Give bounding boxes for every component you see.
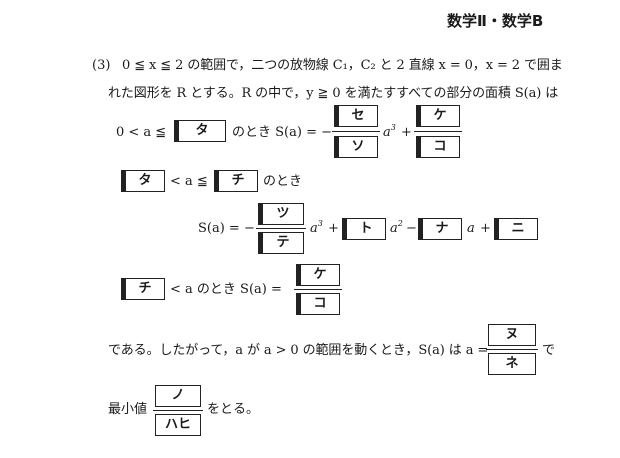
answer-box-nu: ヌ: [488, 324, 536, 346]
answer-box-ta-2: タ: [121, 170, 165, 192]
answer-box-se: セ: [334, 105, 378, 127]
case2-plus-1: +: [328, 221, 339, 236]
case1-prefix: 0 < a ≦: [116, 125, 167, 140]
answer-box-ne: ネ: [488, 353, 536, 375]
answer-box-ko-2: コ: [296, 293, 340, 315]
case3-prefix: < a のとき S(a) =: [170, 282, 282, 297]
case1-plus: +: [401, 125, 412, 140]
fraction-bar-case1-b: [414, 131, 462, 132]
answer-box-so: ソ: [334, 136, 378, 158]
problem-line-2: れた図形を R とする。R の中で，y ≧ 0 を満たすすべての部分の面積 S(…: [108, 86, 559, 101]
fraction-bar-case1-a: [332, 131, 380, 132]
conclusion-de: で: [542, 343, 556, 358]
case2-lhs: S(a) = −: [198, 221, 255, 236]
min-prefix: 最小値: [108, 402, 148, 417]
case2-plus-2: +: [480, 221, 491, 236]
fraction-bar-a: [486, 349, 538, 350]
problem-line-1: 0 ≦ x ≦ 2 の範囲で，二つの放物線 C₁，C₂ と 2 直線 x = 0…: [122, 58, 563, 73]
answer-box-ko-1: コ: [416, 136, 460, 158]
answer-box-to: ト: [342, 218, 386, 240]
fraction-bar-case2: [256, 228, 306, 229]
answer-box-ni: ニ: [494, 218, 538, 240]
answer-box-no: ノ: [155, 385, 201, 407]
case1-a-cubed: a3: [383, 123, 396, 140]
answer-box-na: ナ: [418, 218, 462, 240]
case2-minus: −: [406, 221, 417, 236]
answer-box-ke-1: ケ: [416, 105, 460, 127]
answer-box-chi-2: チ: [121, 278, 165, 300]
case1-mid: のとき S(a) = −: [232, 125, 332, 140]
min-suffix: をとる。: [207, 402, 260, 417]
answer-box-chi: チ: [214, 170, 258, 192]
case2-lt: < a ≦: [170, 174, 208, 189]
answer-box-ta: タ: [174, 120, 226, 142]
conclusion-text: である。したがって，a が a > 0 の範囲を動くとき，S(a) は a =: [108, 343, 489, 358]
answer-box-ke-2: ケ: [296, 264, 340, 286]
answer-box-tsu: ツ: [258, 203, 304, 225]
answer-box-te: テ: [258, 232, 304, 254]
case2-a-squared: a2: [390, 219, 403, 236]
case2-a: a: [467, 221, 475, 236]
fraction-bar-case3: [294, 289, 342, 290]
fraction-bar-min: [153, 410, 203, 411]
problem-number: (3): [92, 58, 111, 73]
case2-suffix: のとき: [263, 174, 303, 189]
answer-box-hahi: ハヒ: [155, 414, 201, 436]
page-title: 数学Ⅱ・数学B: [447, 12, 544, 30]
case2-a-cubed: a3: [310, 219, 323, 236]
